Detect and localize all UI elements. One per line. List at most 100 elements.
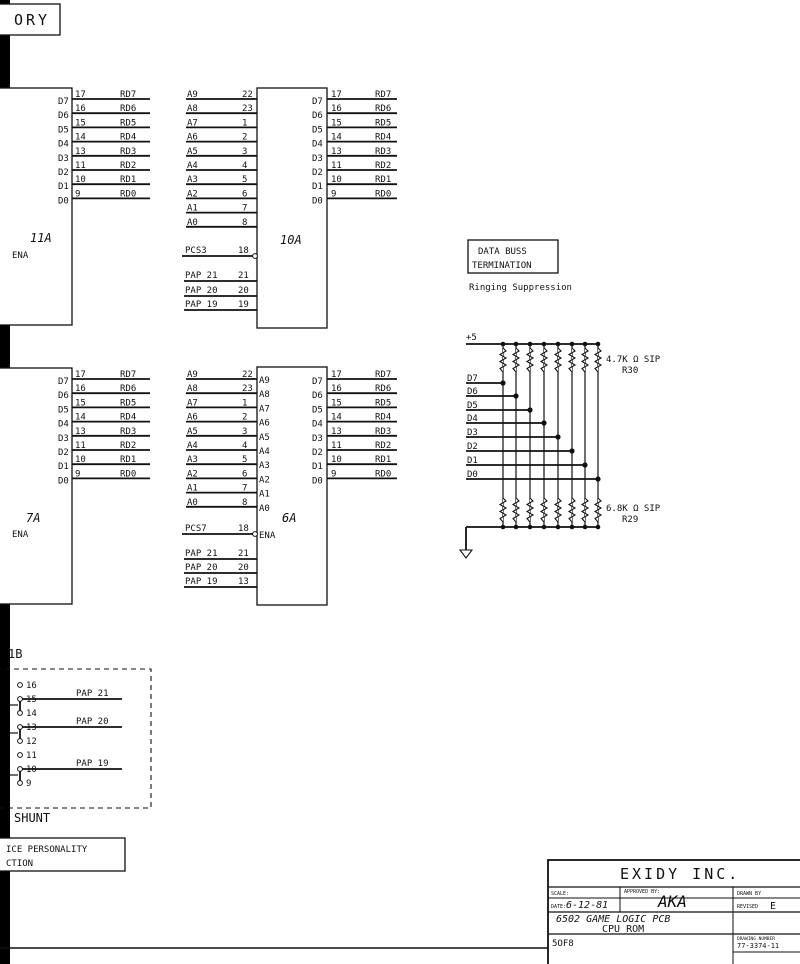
title-revision: E	[770, 901, 776, 912]
address-name-a6: A6	[187, 133, 198, 143]
data-signal-rd0: RD0	[375, 469, 391, 479]
termination-title-line1: DATA BUSS	[478, 247, 527, 257]
chip-6A-ctrl-signal-3: PAP 19	[185, 577, 218, 587]
junction-dot	[541, 341, 547, 347]
address-pin-number: 4	[242, 441, 247, 451]
data-signal-rd1: RD1	[375, 175, 391, 185]
title-approved-signature: AKA	[657, 892, 687, 911]
data-signal-rd5: RD5	[375, 398, 391, 408]
address-name-a0: A0	[187, 218, 198, 228]
shunt-signal-1: PAP 20	[76, 717, 109, 727]
junction-dot	[595, 524, 601, 530]
title-drawing-number: 77-3374-11	[737, 942, 779, 950]
title-scale-label: SCALE:	[551, 891, 569, 897]
shunt-pin-12: 12	[26, 737, 37, 747]
data-signal-rd2: RD2	[120, 161, 136, 171]
junction-dot	[595, 476, 601, 482]
data-signal-rd3: RD3	[375, 147, 391, 157]
sheet-title-box	[0, 3, 61, 36]
address-pin-number: 4	[242, 161, 247, 171]
data-signal-rd2: RD2	[375, 441, 391, 451]
data-pin-number: 13	[75, 147, 86, 157]
data-pin-number: 15	[331, 398, 342, 408]
address-pin-inside-a4: A4	[259, 447, 270, 457]
data-signal-rd5: RD5	[120, 118, 136, 128]
data-pin-number: 16	[75, 104, 86, 114]
data-pin-number: 11	[75, 441, 86, 451]
shunt-pin-14: 14	[26, 709, 37, 719]
control-pin-number: 20	[238, 563, 249, 573]
termination-label-d1: D1	[467, 456, 478, 466]
data-pin-name-d2: D2	[312, 168, 323, 178]
chip-11A-enable: ENA	[12, 251, 29, 261]
control-pin-number: 18	[238, 524, 249, 534]
shunt-pin-contact	[17, 710, 23, 716]
data-signal-rd0: RD0	[120, 189, 136, 199]
data-pin-name-d3: D3	[58, 434, 69, 444]
shunt-pin-13: 13	[26, 723, 37, 733]
address-pin-number: 5	[242, 175, 247, 185]
active-low-bubble	[252, 253, 258, 259]
address-name-a7: A7	[187, 118, 198, 128]
chip-10A-label: 10A	[280, 233, 302, 247]
address-pin-inside-a9: A9	[259, 376, 270, 386]
address-pin-number: 1	[242, 398, 247, 408]
data-pin-number: 11	[75, 161, 86, 171]
chip-10A-ctrl-signal-1: PAP 21	[185, 271, 218, 281]
address-name-a5: A5	[187, 427, 198, 437]
data-signal-rd0: RD0	[375, 189, 391, 199]
data-pin-number: 17	[75, 370, 86, 380]
title-block	[547, 859, 800, 964]
termination-subtitle: Ringing Suppression	[469, 283, 572, 293]
control-pin-number: 21	[238, 549, 249, 559]
title-company: EXIDY INC.	[620, 865, 740, 883]
shunt-pin-11: 11	[26, 751, 37, 761]
address-pin-number: 3	[242, 147, 247, 157]
data-pin-name-d0: D0	[312, 476, 323, 486]
sheet-title-text: ORY	[14, 11, 50, 29]
shunt-label: SHUNT	[14, 811, 50, 825]
junction-dot	[595, 341, 601, 347]
chip-10A-ctrl-signal-0: PCS3	[185, 246, 207, 256]
data-pin-number: 14	[75, 133, 86, 143]
address-pin-inside-a0: A0	[259, 504, 270, 514]
junction-dot	[569, 524, 575, 530]
shunt-pin-contact	[17, 766, 23, 772]
junction-dot	[541, 524, 547, 530]
chip-6A-ctrl-signal-0: PCS7	[185, 524, 207, 534]
data-signal-rd7: RD7	[120, 90, 136, 100]
address-name-a1: A1	[187, 204, 198, 214]
chip-7A-enable: ENA	[12, 530, 29, 540]
data-pin-number: 13	[331, 147, 342, 157]
shunt-pin-contact	[17, 738, 23, 744]
pullup-resistor	[567, 347, 577, 373]
address-name-a0: A0	[187, 498, 198, 508]
data-signal-rd4: RD4	[120, 413, 136, 423]
address-pin-number: 1	[242, 118, 247, 128]
r30-ref: R30	[622, 366, 638, 376]
address-pin-number: 3	[242, 427, 247, 437]
data-pin-name-d5: D5	[58, 125, 69, 135]
chip-6A-ctrl-signal-2: PAP 20	[185, 563, 218, 573]
junction-dot	[541, 420, 547, 426]
data-pin-name-d4: D4	[312, 420, 323, 430]
address-name-a4: A4	[187, 161, 198, 171]
data-pin-number: 9	[331, 189, 336, 199]
data-signal-rd0: RD0	[120, 469, 136, 479]
personality-line2: CTION	[6, 859, 33, 869]
pulldown-resistor	[511, 497, 521, 523]
termination-label-d0: D0	[467, 470, 478, 480]
data-pin-name-d2: D2	[58, 448, 69, 458]
address-pin-number: 6	[242, 189, 247, 199]
shunt-signal-2: PAP 19	[76, 759, 109, 769]
data-signal-rd3: RD3	[120, 147, 136, 157]
data-pin-name-d3: D3	[312, 154, 323, 164]
data-pin-number: 15	[75, 118, 86, 128]
data-pin-name-d0: D0	[58, 196, 69, 206]
pullup-resistor	[498, 347, 508, 373]
termination-label-d3: D3	[467, 428, 478, 438]
active-low-bubble	[252, 531, 258, 537]
address-pin-number: 23	[242, 104, 253, 114]
